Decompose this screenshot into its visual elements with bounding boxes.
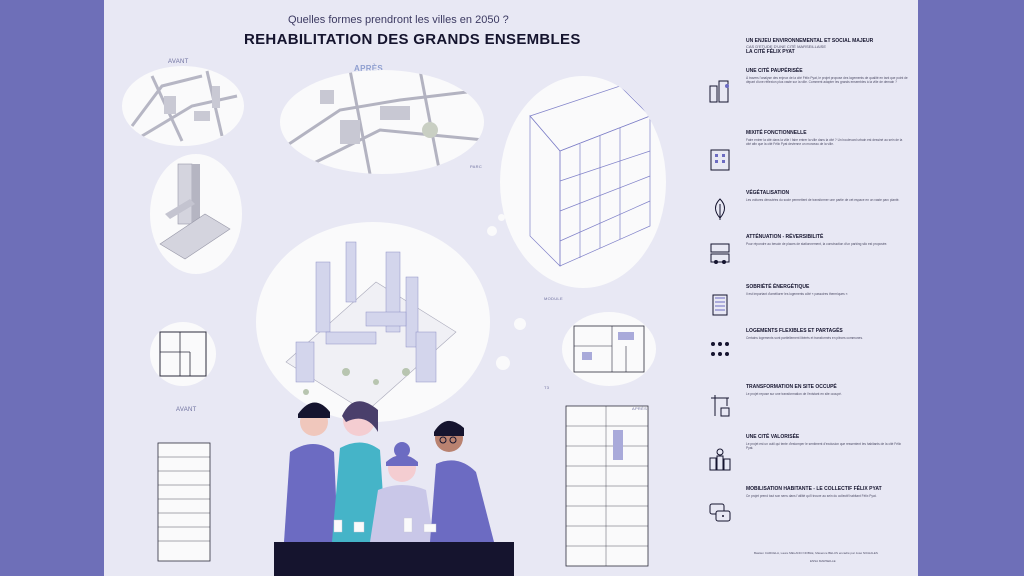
intro-line-2: CAS D'ETUDE D'UNE CITÉ MARSEILLAISE [746, 44, 826, 49]
parking-icon [710, 243, 730, 264]
label-avant-top: AVANT [168, 59, 189, 65]
building-icon [710, 149, 730, 171]
intro-block: UN ENJEU ENVIRONNEMENTAL ET SOCIAL MAJEU… [746, 38, 906, 55]
thought-dot [498, 214, 505, 221]
section-text: Faire entrer la cité dans la ville / fai… [746, 138, 903, 146]
right-frame [918, 0, 1024, 576]
credits-school: ENSA MARSEILLE [810, 559, 836, 563]
city-icon [709, 80, 729, 103]
label-apres-top: APRÈS [354, 64, 384, 73]
section-text: Pour répondre au besoin de places de sta… [746, 242, 888, 246]
person-teal [332, 401, 386, 542]
section-text: Le projet repose sur une transformation … [746, 392, 842, 396]
section-title: UNE CITÉ PAUPÉRISÉE [746, 68, 803, 74]
crane-icon [711, 395, 730, 417]
chat-icon [709, 503, 731, 522]
credits-names: Bastien CARCELA, Laure MELANCI NOBLE, Ma… [754, 551, 878, 555]
person-center [370, 442, 434, 542]
module-axo-bubble [500, 76, 666, 288]
section-text: Il est important d'améliorer les logemen… [746, 292, 849, 296]
plan-avant-bubble [150, 322, 216, 386]
section-mobilisation: MOBILISATION HABITANTE - LE COLLECTIF FÉ… [746, 486, 908, 498]
person-right [430, 420, 494, 542]
leaf-icon [715, 198, 725, 220]
intro-line-3: LA CITÉ FÉLIX PYAT [746, 49, 795, 55]
sun-city-icon [709, 448, 731, 471]
section-logements: LOGEMENTS FLEXIBLES ET PARTAGÉS Certains… [746, 328, 908, 340]
section-text: Ce projet prend tout son sens dans l'uti… [746, 494, 877, 498]
section-title: MOBILISATION HABITANTE - LE COLLECTIF FÉ… [746, 486, 882, 492]
section-attenuation: ATTÉNUATION - RÉVERSIBILITÉ Pour répondr… [746, 234, 908, 246]
section-text: Les voitures déroutées du socle permette… [746, 198, 900, 202]
poster-subtitle: Quelles formes prendront les villes en 2… [288, 14, 509, 26]
section-title: UNE CITÉ VALORISÉE [746, 434, 800, 440]
section-title: VÉGÉTALISATION [746, 190, 790, 196]
person-left [284, 402, 338, 542]
section-title: LOGEMENTS FLEXIBLES ET PARTAGÉS [746, 328, 843, 334]
central-axo-bubble [256, 222, 490, 422]
section-text: Certains logements sont partiellement li… [746, 336, 863, 340]
section-mixite: MIXITÉ FONCTIONNELLE Faire entrer la cit… [746, 130, 908, 146]
section-text: Le projet est un outil qui tente d'estom… [746, 442, 902, 450]
section-vegetalisation: VÉGÉTALISATION Les voitures déroutées du… [746, 190, 908, 202]
label-t3: T3 [544, 385, 550, 390]
poster: Quelles formes prendront les villes en 2… [104, 0, 918, 576]
map-avant-bubble [122, 66, 244, 146]
insulation-icon [712, 294, 728, 316]
t3-plan-bubble [562, 312, 656, 386]
axo-avant-bubble [150, 154, 242, 274]
thought-dot [514, 318, 526, 330]
elevation-apres-bubble [558, 400, 656, 568]
map-apres-bubble [280, 70, 484, 174]
section-valorisee: UNE CITÉ VALORISÉE Le projet est un outi… [746, 434, 908, 450]
label-apres-bottom: APRÈS [632, 406, 648, 411]
section-title: ATTÉNUATION - RÉVERSIBILITÉ [746, 234, 824, 240]
section-text: À travers l'analyse des enjeux de la cit… [746, 76, 908, 84]
section-title: MIXITÉ FONCTIONNELLE [746, 130, 807, 136]
left-frame [0, 0, 104, 576]
thought-dot [487, 226, 497, 236]
section-title: TRANSFORMATION EN SITE OCCUPÉ [746, 384, 837, 390]
poster-title: REHABILITATION DES GRANDS ENSEMBLES [244, 31, 581, 48]
label-avant-bottom: AVANT [176, 407, 197, 413]
section-sobriete: SOBRIÉTÉ ÉNERGÉTIQUE Il est important d'… [746, 284, 908, 296]
section-transformation: TRANSFORMATION EN SITE OCCUPÉ Le projet … [746, 384, 908, 396]
elevation-avant-bubble [144, 415, 224, 565]
thought-dot [496, 356, 510, 370]
people-icon [711, 342, 729, 356]
section-title: SOBRIÉTÉ ÉNERGÉTIQUE [746, 284, 810, 290]
label-parc: PARC [470, 164, 483, 169]
intro-line-1: UN ENJEU ENVIRONNEMENTAL ET SOCIAL MAJEU… [746, 38, 874, 44]
people-illustration [274, 401, 514, 576]
label-module: MODULE [544, 296, 563, 301]
section-cite-pauperisee: UNE CITÉ PAUPÉRISÉE À travers l'analyse … [746, 68, 908, 84]
